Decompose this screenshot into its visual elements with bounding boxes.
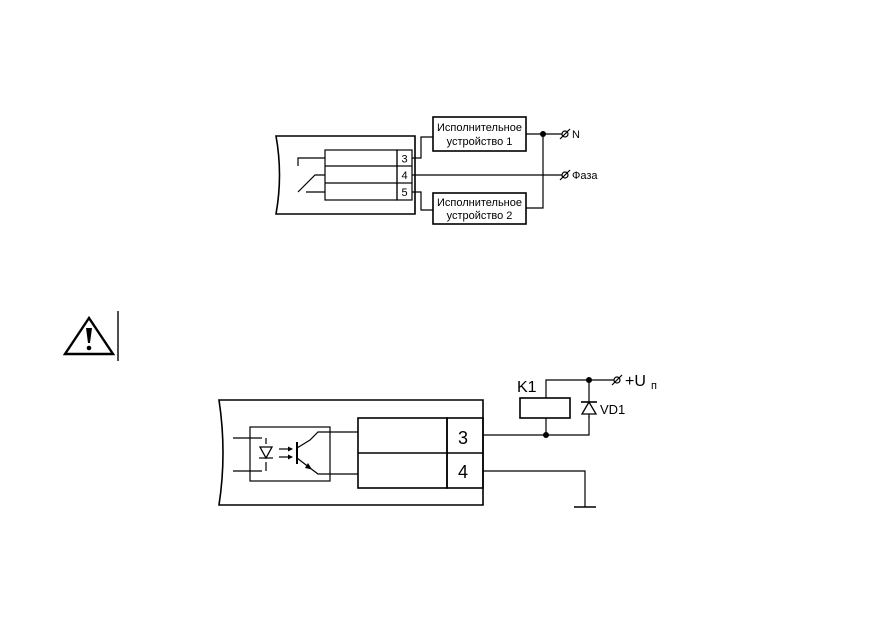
n-label: N	[572, 129, 580, 141]
phase-terminal: Фаза	[559, 169, 598, 182]
wiring-1	[412, 131, 562, 211]
actuator-device-1: Исполнительное устройство 1	[432, 116, 527, 152]
terminal-3-label: 3	[401, 154, 407, 166]
transistor-output-diagram: 3 4 K1 VD1	[218, 373, 657, 508]
diode-vd1: VD1	[580, 398, 625, 418]
supply-subscript: п	[651, 380, 657, 392]
terminal-block-2: 3 4	[357, 417, 484, 489]
relay-output-diagram: 3 4 5 Исполнительное устройство 1 Исполн…	[275, 116, 598, 225]
device-1-line1: Исполнительное	[437, 122, 522, 134]
terminal-4-label-2: 4	[458, 462, 468, 482]
relay-coil-k1: K1	[517, 379, 571, 419]
terminal-5-label: 5	[401, 187, 407, 199]
emitter-lead	[296, 457, 358, 475]
terminal-block: 3 4 5	[324, 149, 413, 201]
phase-label: Фаза	[572, 170, 598, 182]
supply-label: +U	[625, 373, 646, 390]
actuator-device-2: Исполнительное устройство 2	[432, 192, 527, 225]
terminal-4-label: 4	[401, 170, 407, 182]
device-2-line2: устройство 2	[447, 210, 513, 222]
device-2-line1: Исполнительное	[437, 197, 522, 209]
wiring-2	[483, 377, 617, 508]
warning-triangle-icon	[62, 311, 119, 361]
supply-terminal: +U п	[611, 373, 657, 392]
optocoupler	[233, 426, 358, 482]
terminal-3-label-2: 3	[458, 428, 468, 448]
device-housing-2	[218, 399, 484, 506]
relay-label: K1	[517, 379, 537, 396]
junction-dot	[540, 131, 546, 137]
n-terminal: N	[559, 128, 580, 141]
device-1-line2: устройство 1	[447, 136, 513, 148]
device-housing	[275, 135, 416, 215]
collector-lead	[296, 431, 358, 449]
changeover-contact	[297, 157, 325, 193]
diode-label: VD1	[600, 402, 625, 417]
led-icon	[258, 446, 274, 460]
